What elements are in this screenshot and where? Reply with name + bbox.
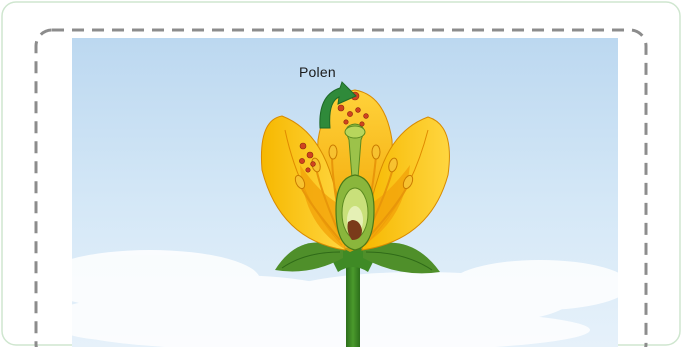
pollen-label: Polen — [299, 64, 336, 80]
stem — [346, 262, 360, 347]
